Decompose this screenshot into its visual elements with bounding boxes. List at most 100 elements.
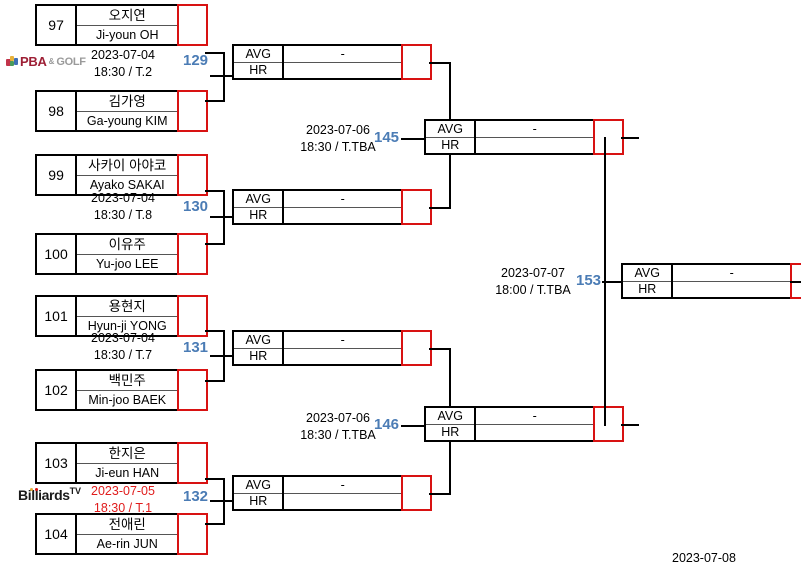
match-time-table: 18:30 / T.TBA [300,427,376,442]
match-schedule: 2023-07-04 18:30 / T.7 [68,330,178,364]
score-values: - [282,330,401,366]
player-names: 전애린 Ae-rin JUN [75,513,178,555]
player-name-en: Ga-young KIM [86,113,168,128]
billiards-logo-wordmark: Billiards [18,487,70,503]
player-name-kr: 용현지 [77,297,178,317]
score-labels: AVG HR [232,44,283,80]
player-name-en: Ji-eun HAN [95,465,160,480]
seed-number: 98 [35,90,76,132]
score-box[interactable]: AVG HR - [232,44,432,80]
billiards-logo-text: Billiards [18,487,70,503]
connector-line [429,493,451,495]
player-box[interactable]: 99 사카이 아야코 Ayako SAKAI [35,154,208,196]
connector-line [205,243,225,245]
match-schedule: 2023-07-06 18:30 / T.TBA [283,122,393,156]
winner-cell[interactable] [592,119,624,155]
match-number: 145 [374,129,400,146]
score-values: - [282,475,401,511]
seed-number: 103 [35,442,76,484]
score-labels: AVG HR [424,119,475,155]
score-box[interactable]: AVG HR - [232,330,432,366]
match-date: 2023-07-04 [91,331,155,345]
match-number: 130 [183,198,209,215]
seed-number: 102 [35,369,76,411]
connector-line [205,190,225,192]
connector-line [223,52,225,102]
final-match-date: 2023-07-08 [672,551,736,565]
match-time-table: 18:30 / T.1 [93,500,153,515]
winner-cell[interactable] [592,406,624,442]
player-name-kr: 전애린 [77,515,178,535]
connector-line [210,500,235,502]
winner-cell[interactable] [177,154,208,196]
score-values: - [474,406,593,442]
hr-value [284,63,400,79]
player-names: 이유주 Yu-joo LEE [75,233,178,275]
avg-label: AVG [234,46,283,63]
score-box[interactable]: AVG HR - [424,406,624,442]
connector-line [205,523,225,525]
pba-and-golf-logo: PBA & GOLF [6,54,86,69]
score-box[interactable]: AVG HR - [232,475,432,511]
score-box[interactable]: AVG HR - [621,263,801,299]
connector-line [401,425,431,427]
billiards-tv-suffix: TV [69,486,81,496]
connector-line [621,137,639,139]
match-time-table: 18:30 / T.7 [93,347,153,362]
player-names: 김가영 Ga-young KIM [75,90,178,132]
player-box[interactable]: 103 한지은 Ji-eun HAN [35,442,208,484]
winner-cell[interactable] [400,330,432,366]
winner-cell[interactable] [400,44,432,80]
player-box[interactable]: 101 용현지 Hyun-ji YONG [35,295,208,337]
seed-number: 100 [35,233,76,275]
score-box[interactable]: AVG HR - [232,189,432,225]
billiards-tv-logo: Billiards TV [18,486,81,503]
connector-line [429,207,451,209]
score-labels: AVG HR [232,189,283,225]
player-box[interactable]: 98 김가영 Ga-young KIM [35,90,208,132]
score-box[interactable]: AVG HR - [424,119,624,155]
avg-label: AVG [426,408,475,425]
winner-cell[interactable] [177,369,208,411]
match-number: 132 [183,488,209,505]
avg-value: - [284,46,401,63]
score-labels: AVG HR [621,263,672,299]
winner-cell[interactable] [400,475,432,511]
winner-cell[interactable] [177,442,208,484]
winner-cell[interactable] [177,233,208,275]
pba-mark-icon [6,56,18,67]
hr-value [284,494,400,510]
connector-line [429,62,451,64]
match-schedule: 2023-07-07 18:00 / T.TBA [478,265,588,299]
pba-logo-text: PBA [20,54,47,69]
avg-value: - [284,332,401,349]
player-names: 오지연 Ji-youn OH [75,4,178,46]
winner-cell[interactable] [400,189,432,225]
match-time-table: 18:30 / T.TBA [300,139,376,154]
match-date: 2023-07-05 [91,484,155,498]
match-time-table: 18:30 / T.8 [93,207,153,222]
seed-number: 101 [35,295,76,337]
winner-cell[interactable] [177,90,208,132]
player-box[interactable]: 100 이유주 Yu-joo LEE [35,233,208,275]
pba-logo-amp: & [48,57,55,66]
connector-line [621,424,639,426]
hr-label: HR [441,138,460,153]
avg-label: AVG [234,477,283,494]
winner-cell[interactable] [177,4,208,46]
hr-label: HR [249,63,268,78]
match-date: 2023-07-04 [91,48,155,62]
player-box[interactable]: 97 오지연 Ji-youn OH [35,4,208,46]
avg-label: AVG [623,265,672,282]
player-box[interactable]: 102 백민주 Min-joo BAEK [35,369,208,411]
match-time-table: 18:00 / T.TBA [495,282,571,297]
winner-cell[interactable] [177,295,208,337]
match-number: 129 [183,52,209,69]
player-box[interactable]: 104 전애린 Ae-rin JUN [35,513,208,555]
connector-line [602,281,628,283]
score-labels: AVG HR [424,406,475,442]
avg-value: - [284,477,401,494]
winner-cell[interactable] [177,513,208,555]
player-name-en: Ayako SAKAI [89,177,165,192]
hr-value [284,349,400,365]
